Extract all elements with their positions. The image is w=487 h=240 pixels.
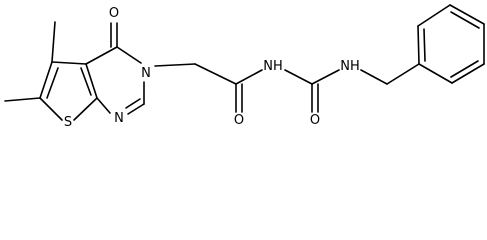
atom-ring-n1: N xyxy=(114,111,124,126)
bond-ph-6-1 xyxy=(418,63,453,84)
bond-nh-ch2 xyxy=(360,69,388,85)
atom-amide-oxygen: O xyxy=(234,113,244,128)
bond-ch2-co xyxy=(194,63,237,85)
bond-c7a-c4a-inner xyxy=(80,67,92,96)
bond-c-nh xyxy=(311,69,340,85)
bonds xyxy=(4,4,485,121)
molecule-structure: O N N S O NH O NH xyxy=(4,4,485,130)
bond-ph-1-2 xyxy=(417,25,420,65)
bond-methyl-c5 xyxy=(51,21,56,63)
atom-labels: O N N S O NH O NH xyxy=(64,6,360,130)
atom-urea-oxygen: O xyxy=(310,113,320,128)
bond-co-nh xyxy=(235,69,263,85)
bond-nh-c xyxy=(284,69,313,85)
bond-c4a-c5 xyxy=(51,61,87,65)
bond-ph-5-6 xyxy=(451,63,485,84)
bond-ph-5-6-inner xyxy=(450,60,479,78)
bond-c5-c6-inner xyxy=(46,67,59,99)
bond-c2-n1-double xyxy=(125,98,141,109)
bond-ph-3-4-inner xyxy=(450,11,480,29)
bond-c4-n3 xyxy=(116,46,142,64)
bond-c5-c6 xyxy=(39,61,53,99)
structure-diagram: O N N S O NH O NH xyxy=(4,4,485,130)
bond-methyl-c6 xyxy=(4,97,41,102)
atom-ring-sulfur: S xyxy=(64,115,72,130)
atom-imide-nh: NH xyxy=(263,59,283,74)
atom-benzyl-nh: NH xyxy=(340,59,360,74)
bond-ch2-ph xyxy=(386,63,420,85)
bond-c6-s xyxy=(39,97,63,121)
atom-ring-n3: N xyxy=(141,66,151,81)
bond-c2-n1 xyxy=(127,103,145,115)
bond-n3-ch2 xyxy=(154,63,196,67)
bond-ph-2-3 xyxy=(417,4,451,27)
bond-s-c7a xyxy=(73,97,98,121)
bond-c7a-c4a xyxy=(85,63,98,99)
atom-ring-oxygen: O xyxy=(109,6,119,21)
bond-n1-c7a xyxy=(96,97,111,114)
bond-c4a-c4 xyxy=(85,46,118,65)
bond-ph-1-2-inner xyxy=(423,28,426,62)
bond-ph-3-4 xyxy=(449,4,485,25)
